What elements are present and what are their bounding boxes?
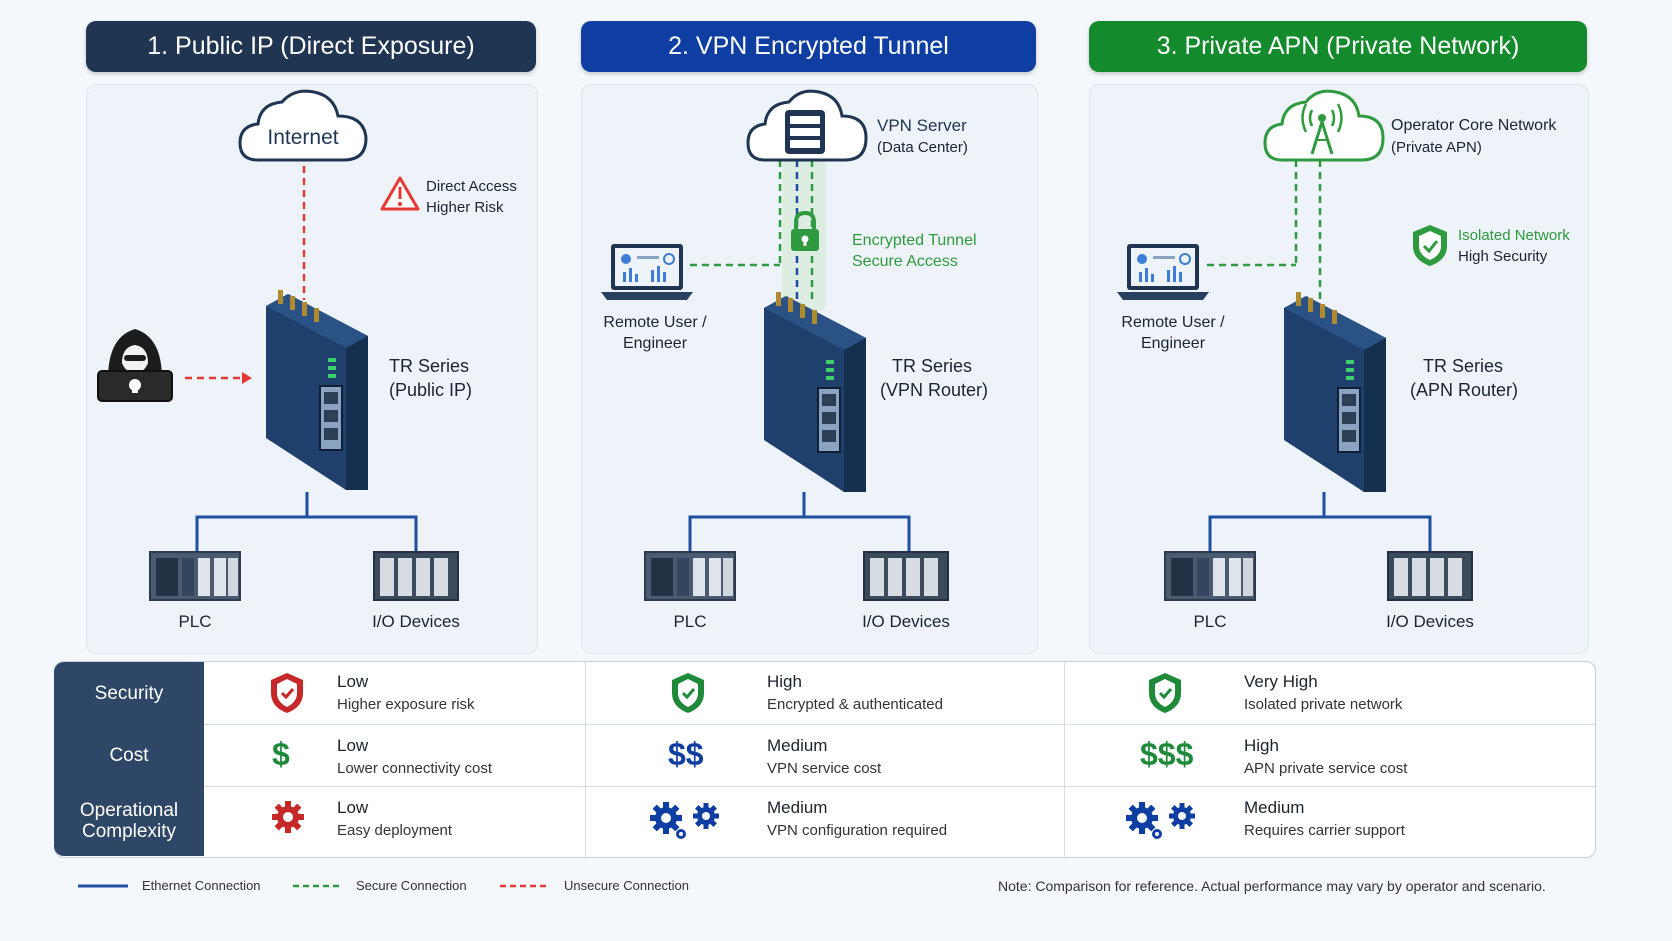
row-label-security: Security <box>54 662 204 724</box>
shield-icon <box>271 673 303 713</box>
io-label-1: I/O Devices <box>372 612 460 631</box>
internet-cloud-icon <box>238 89 368 162</box>
isolated-line1: Isolated Network <box>1458 227 1570 244</box>
vpn-server-line2: (Data Center) <box>877 139 968 156</box>
isolated-shield-icon <box>1413 225 1447 266</box>
complexity-public-title: Low <box>337 798 369 817</box>
io-devices-icon <box>1387 551 1473 601</box>
plc-label-3: PLC <box>1193 612 1227 631</box>
router-vpn-line2: (VPN Router) <box>880 380 989 400</box>
warning-text-line1: Direct Access <box>426 178 517 195</box>
warning-icon <box>380 176 420 211</box>
complexity-apn-title: Medium <box>1244 798 1305 817</box>
shield-icon <box>672 673 704 713</box>
remote-user-line1-3: Remote User / <box>1121 314 1225 331</box>
plc-label-1: PLC <box>178 612 212 631</box>
cost-apn-title: High <box>1244 736 1279 755</box>
router-public-line2: (Public IP) <box>389 380 473 400</box>
vpn-server-cloud-icon <box>746 89 868 162</box>
lock-icon <box>791 210 819 251</box>
tr-router-public-icon <box>266 290 368 490</box>
security-apn-title: Very High <box>1244 672 1318 691</box>
header-public-ip: 1. Public IP (Direct Exposure) <box>86 21 536 72</box>
row-label-complexity: Operational Complexity <box>54 786 204 856</box>
complexity-apn-desc: Requires carrier support <box>1244 822 1405 839</box>
plc-icon <box>644 551 736 601</box>
security-vpn-title: High <box>767 672 802 691</box>
isolated-line2: High Security <box>1458 248 1548 265</box>
legend-secure: Secure Connection <box>356 878 467 893</box>
tr-router-apn-icon <box>1284 292 1386 492</box>
legend-unsecure: Unsecure Connection <box>564 878 690 893</box>
header-vpn-tunnel: 2. VPN Encrypted Tunnel <box>581 21 1036 72</box>
legend-ethernet: Ethernet Connection <box>142 878 261 893</box>
router-vpn-line1: TR Series <box>892 356 973 376</box>
complexity-vpn-desc: VPN configuration required <box>767 822 948 839</box>
row-label-complexity-line2: Complexity <box>82 821 176 842</box>
io-label-3: I/O Devices <box>1386 612 1474 631</box>
cost-vpn-desc: VPN service cost <box>767 760 882 777</box>
internet-label: Internet <box>267 126 339 149</box>
security-apn-desc: Isolated private network <box>1244 696 1403 713</box>
dollar-icon: $$$ <box>1140 736 1194 772</box>
security-public-title: Low <box>337 672 369 691</box>
remote-user-line1-2: Remote User / <box>603 314 707 331</box>
remote-user-line2-2: Engineer <box>622 335 688 352</box>
operator-core-cloud-icon <box>1263 89 1385 162</box>
complexity-public-desc: Easy deployment <box>337 822 453 839</box>
gears-icon <box>1126 802 1195 839</box>
warning-text-line2: Higher Risk <box>426 199 504 216</box>
cost-apn-desc: APN private service cost <box>1244 760 1408 777</box>
router-public-line1: TR Series <box>389 356 470 376</box>
io-devices-icon <box>373 551 459 601</box>
dollar-icon: $$ <box>668 736 704 772</box>
complexity-vpn-title: Medium <box>767 798 828 817</box>
security-vpn-desc: Encrypted & authenticated <box>767 696 943 713</box>
cost-vpn-title: Medium <box>767 736 828 755</box>
dollar-icon: $ <box>272 736 290 772</box>
cost-public-title: Low <box>337 736 369 755</box>
operator-core-line2: (Private APN) <box>1391 139 1482 156</box>
io-label-2: I/O Devices <box>862 612 950 631</box>
hacker-icon <box>97 329 173 402</box>
row-label-cost: Cost <box>54 724 204 786</box>
plc-icon <box>149 551 241 601</box>
laptop-icon <box>601 244 693 300</box>
row-label-complexity-line1: Operational <box>79 800 179 821</box>
router-apn-line1: TR Series <box>1423 356 1504 376</box>
legend-lines <box>78 884 550 888</box>
shield-icon <box>1149 673 1181 713</box>
plc-label-2: PLC <box>673 612 707 631</box>
header-private-apn: 3. Private APN (Private Network) <box>1089 21 1587 72</box>
vpn-server-line1: VPN Server <box>877 116 967 135</box>
remote-user-line2-3: Engineer <box>1140 335 1206 352</box>
comparison-note: Note: Comparison for reference. Actual p… <box>998 878 1546 894</box>
tr-router-vpn-icon <box>764 292 866 492</box>
gears-icon <box>650 802 719 839</box>
comparison-table <box>54 661 1596 858</box>
laptop-icon <box>1117 244 1209 300</box>
cost-public-desc: Lower connectivity cost <box>337 760 493 777</box>
plc-icon <box>1164 551 1256 601</box>
gear-icon <box>272 801 304 833</box>
tunnel-line1: Encrypted Tunnel <box>852 232 977 249</box>
tunnel-line2: Secure Access <box>852 253 958 270</box>
security-public-desc: Higher exposure risk <box>337 696 475 713</box>
router-apn-line2: (APN Router) <box>1410 380 1519 400</box>
io-devices-icon <box>863 551 949 601</box>
operator-core-line1: Operator Core Network <box>1391 117 1557 134</box>
